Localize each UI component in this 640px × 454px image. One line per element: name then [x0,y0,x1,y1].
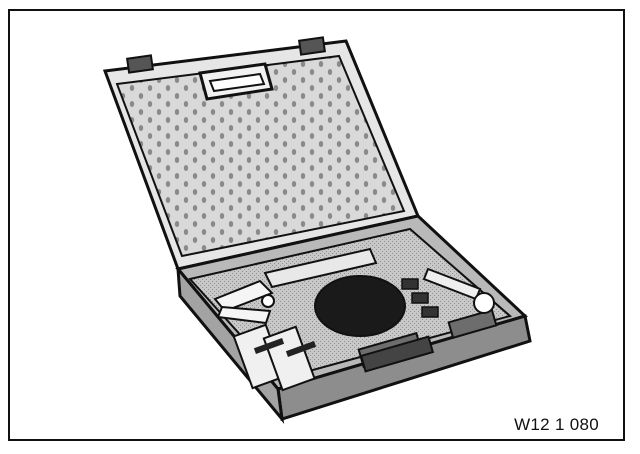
lever-tool [263,247,378,289]
figure-frame: W12 1 080 [8,9,625,441]
front-latch-right [447,308,498,339]
figure-reference-code: W12 1 080 [514,415,599,434]
lid-latch-right [298,36,326,56]
tube-set [232,323,317,392]
case-lid [102,36,421,271]
round-disc-tool [314,275,406,337]
lid-latch-left [126,54,154,74]
case-contents [213,247,495,392]
small-box [359,335,435,373]
wrench-tool [422,267,495,314]
pliers-tool [213,279,275,325]
tool-case-illustration [102,36,532,424]
socket-set [401,278,439,318]
case-handle [198,62,274,101]
